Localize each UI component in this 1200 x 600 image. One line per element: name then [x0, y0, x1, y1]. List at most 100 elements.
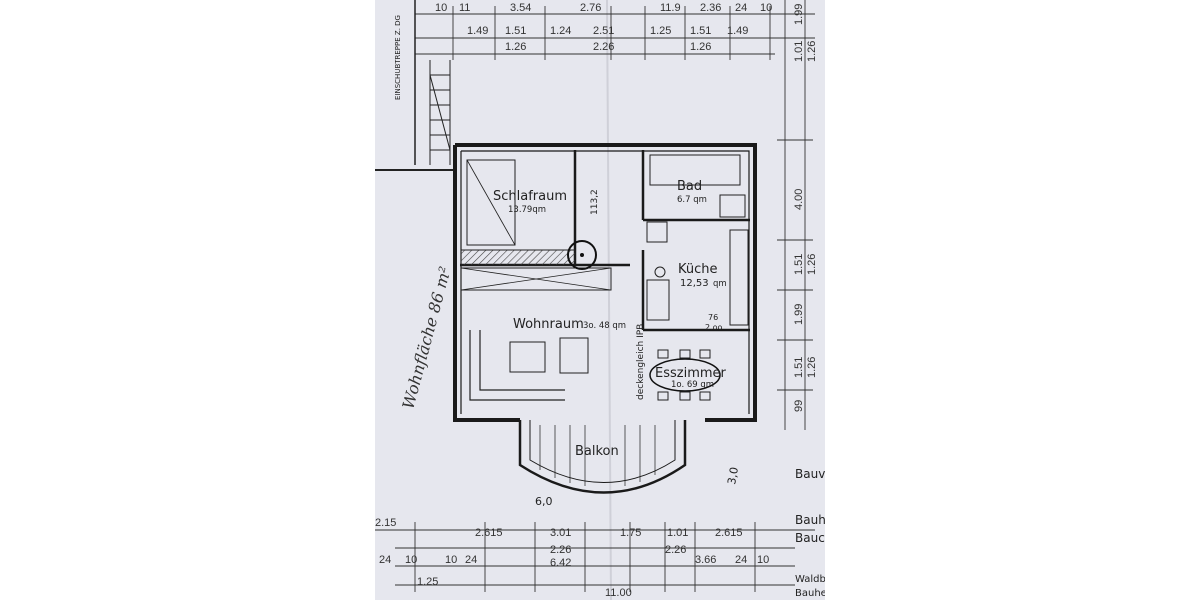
- svg-text:1.01: 1.01: [793, 41, 805, 62]
- kitchen-dim-top: 76: [708, 313, 718, 322]
- total-width: 11.00: [605, 587, 632, 599]
- svg-text:1.24: 1.24: [550, 25, 571, 37]
- spiral-stair-core: [580, 253, 584, 257]
- interior-walls: [460, 150, 750, 332]
- paper-fold: [606, 0, 612, 600]
- kitchen-counter: [729, 229, 749, 326]
- toilet: [719, 194, 746, 218]
- right-dims: 1.99 1.01 1.26 4.00 1.51 1.26 1.99 1.51 …: [793, 4, 818, 412]
- svg-text:4.00: 4.00: [793, 189, 805, 210]
- svg-text:10: 10: [405, 554, 417, 566]
- washbasin: [646, 221, 668, 243]
- schlafraum-label: Schlafraum: [493, 189, 567, 204]
- bed: [466, 159, 516, 246]
- svg-text:2.76: 2.76: [580, 2, 601, 14]
- bottom-dim-row4: 1.25: [417, 576, 438, 588]
- svg-text:Bauhe: Bauhe: [795, 588, 825, 599]
- title-block-fragments: Bauv Bauh Bauc Waldb Bauhe: [795, 467, 825, 599]
- svg-text:1.26: 1.26: [505, 41, 526, 53]
- svg-text:1.26: 1.26: [806, 357, 818, 378]
- spiral-stair: [567, 240, 597, 270]
- blueprint-sheet: EINSCHUBTREPPE Z. DG: [375, 0, 825, 600]
- svg-text:1.99: 1.99: [793, 304, 805, 325]
- top-dim-row3: 1.26 2.26 1.26: [505, 41, 711, 53]
- svg-text:2.26: 2.26: [665, 544, 686, 556]
- bed-diagonal: [466, 159, 516, 246]
- wohnraum-area: 3o. 48 qm: [583, 321, 626, 331]
- svg-text:2.36: 2.36: [700, 2, 721, 14]
- balkon-label: Balkon: [575, 444, 619, 459]
- svg-text:1.49: 1.49: [467, 25, 488, 37]
- svg-text:1.75: 1.75: [620, 527, 641, 539]
- bad-area: 6.7 qm: [677, 195, 707, 205]
- sofa: [469, 330, 565, 401]
- svg-text:1.26: 1.26: [806, 254, 818, 275]
- bottom-dim-row3: 24 10 10 24 6.42 3.66 24 10: [379, 554, 769, 569]
- esszimmer-label: Esszimmer: [655, 366, 727, 381]
- left-stair-area: [375, 0, 455, 171]
- svg-text:24: 24: [379, 554, 391, 566]
- svg-text:1.99: 1.99: [793, 4, 805, 25]
- svg-text:2.15: 2.15: [375, 517, 396, 529]
- svg-text:Bauh: Bauh: [795, 513, 825, 527]
- svg-text:2.615: 2.615: [715, 527, 743, 539]
- svg-text:1.26: 1.26: [806, 41, 818, 62]
- bathtub: [649, 154, 741, 186]
- svg-text:10: 10: [757, 554, 769, 566]
- dining-table: [649, 358, 721, 392]
- balcony: [518, 420, 687, 494]
- svg-text:10: 10: [760, 2, 772, 14]
- right-dim: 3,0: [725, 466, 741, 485]
- top-dim-row2: 1.49 1.51 1.24 2.51 1.25 1.51 1.49: [467, 25, 748, 37]
- ceiling-note: deckengleich IPB: [636, 324, 646, 400]
- svg-text:2.26: 2.26: [550, 544, 571, 556]
- top-dim-row1: 10 11 3.54 2.76 11.9 2.36 24 10: [435, 2, 772, 14]
- svg-text:3.54: 3.54: [510, 2, 531, 14]
- top-dimension-lines: [415, 6, 815, 60]
- sofa-inner: [479, 330, 565, 391]
- svg-text:10: 10: [445, 554, 457, 566]
- esszimmer-area: 1o. 69 qm: [671, 380, 714, 390]
- svg-text:6.42: 6.42: [550, 557, 571, 569]
- svg-text:2.26: 2.26: [593, 41, 614, 53]
- right-dimension-lines: [777, 0, 813, 430]
- floor-plan: EINSCHUBTREPPE Z. DG: [375, 0, 825, 600]
- svg-text:Bauv: Bauv: [795, 467, 825, 481]
- schlafraum-area: 13.79qm: [508, 205, 546, 215]
- bottom-dim-row2: 2.26 2.26: [550, 544, 686, 556]
- bottom-dim-row1: 2.15 2.615 3.01 1.75 1.01 2.615: [375, 517, 743, 539]
- svg-text:99: 99: [793, 400, 805, 412]
- svg-text:24: 24: [735, 554, 747, 566]
- svg-text:1.26: 1.26: [690, 41, 711, 53]
- svg-text:10: 10: [435, 2, 447, 14]
- coffee-table: [509, 341, 546, 373]
- kueche-area: 12,53: [680, 278, 709, 289]
- svg-text:1.51: 1.51: [793, 254, 805, 275]
- dining-chairs: [657, 349, 711, 401]
- bottom-dimension-lines: [375, 522, 815, 592]
- svg-text:11.9: 11.9: [660, 2, 681, 14]
- svg-text:1.51: 1.51: [690, 25, 711, 37]
- svg-text:24: 24: [465, 554, 477, 566]
- svg-text:1.51: 1.51: [793, 357, 805, 378]
- svg-text:1.25: 1.25: [417, 576, 438, 588]
- armchair: [559, 337, 589, 374]
- wardrobe-hatch: [460, 249, 576, 266]
- built-in-cabinet: [460, 267, 612, 291]
- svg-text:2.615: 2.615: [475, 527, 503, 539]
- cabinet-cross: [460, 267, 612, 291]
- svg-text:1.51: 1.51: [505, 25, 526, 37]
- svg-text:1.49: 1.49: [727, 25, 748, 37]
- kitchen-table: [646, 279, 670, 321]
- svg-text:Waldb: Waldb: [795, 574, 825, 585]
- svg-text:2.51: 2.51: [593, 25, 614, 37]
- kitchen-dim-bottom: 2.oo: [705, 323, 723, 332]
- svg-text:24: 24: [735, 2, 747, 14]
- kitchen-stool: [654, 266, 666, 278]
- wohnraum-label: Wohnraum: [513, 317, 584, 332]
- svg-text:1.01: 1.01: [667, 527, 688, 539]
- bad-label: Bad: [677, 179, 702, 194]
- kueche-label: Küche: [678, 262, 718, 277]
- svg-text:3.01: 3.01: [550, 527, 571, 539]
- bay-dim: 6,0: [535, 495, 553, 508]
